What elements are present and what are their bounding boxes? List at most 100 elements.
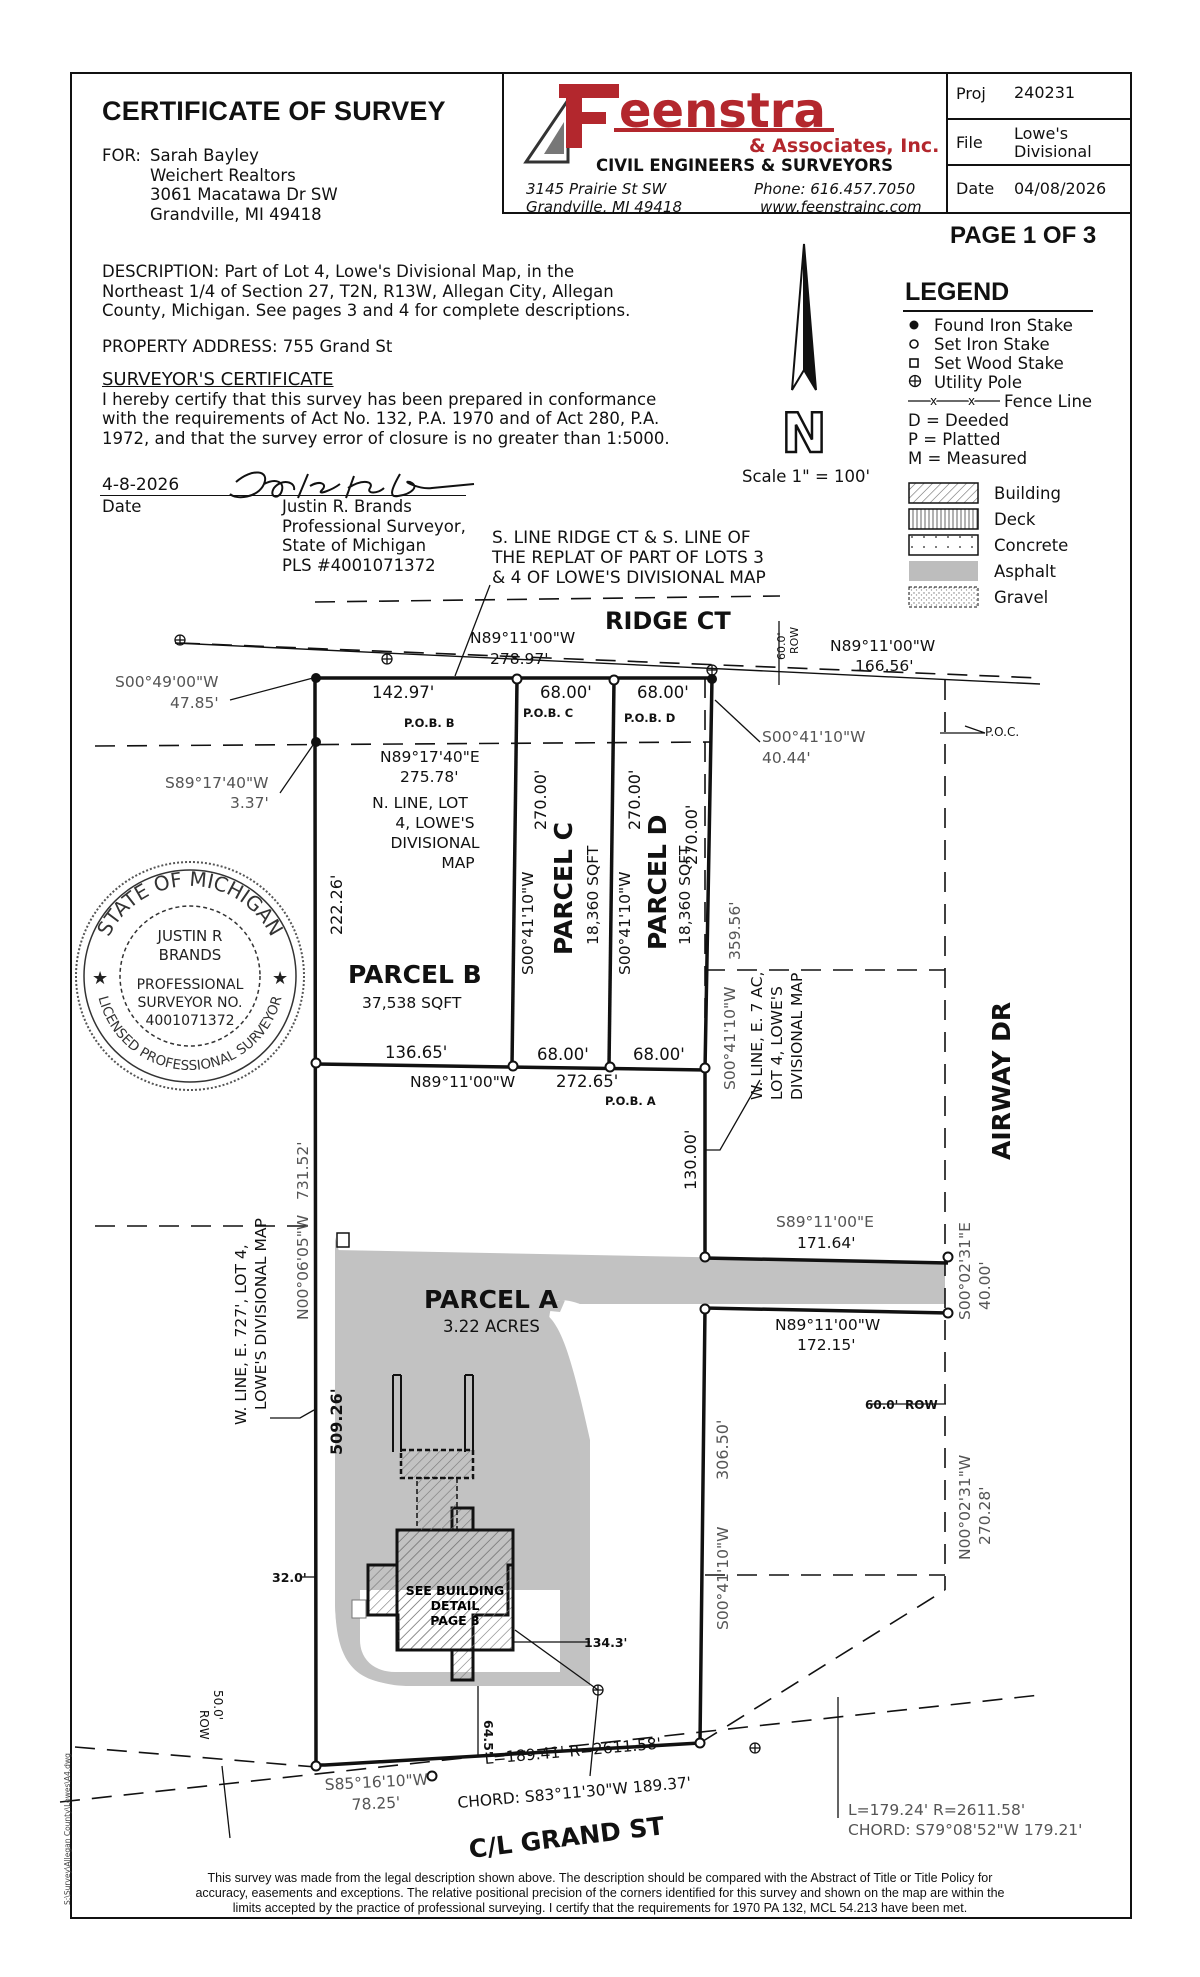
s00-41-top-bearing: S00°41'10"W xyxy=(762,728,865,746)
gravel-swatch-icon xyxy=(908,586,979,608)
building-note-2: DETAIL xyxy=(431,1598,480,1613)
s89-17-distance: 3.37' xyxy=(230,794,269,812)
surveyor-state: State of Michigan xyxy=(282,536,427,555)
legend-label: Fence Line xyxy=(1004,392,1093,411)
parcel-a-area: 3.22 ACRES xyxy=(443,1317,540,1336)
s89-17-bearing: S89°17'40"W xyxy=(165,774,268,792)
parcel-c-area: 18,360 SQFT xyxy=(584,845,602,945)
legend-material-labels: Building Deck Concrete Asphalt Gravel xyxy=(994,484,1068,614)
pob-a: P.O.B. A xyxy=(605,1094,656,1108)
ridge-ct-centerline xyxy=(179,642,1041,679)
legend-label: Building xyxy=(994,484,1061,503)
file-value-1: Lowe's xyxy=(1014,124,1069,143)
map-labels: S. LINE RIDGE CT & S. LINE OF THE REPLAT… xyxy=(115,528,1082,1864)
date-value: 04/08/2026 xyxy=(1014,179,1107,198)
leader-s00-41-top xyxy=(714,699,761,743)
dist-270-c: 270.00' xyxy=(682,805,701,865)
description-line: County, Michigan. See pages 3 and 4 for … xyxy=(102,301,631,320)
project-info-box: Proj 240231 File Lowe's Divisional Date … xyxy=(946,72,1132,214)
company-logo-box: eenstra & Associates, Inc. CIVIL ENGINEE… xyxy=(502,72,948,214)
client-block: FOR: Sarah Bayley Weichert Realtors 3061… xyxy=(102,146,338,224)
legend-label: Set Wood Stake xyxy=(934,354,1064,373)
signature-rule xyxy=(276,495,466,496)
s00-49-distance: 47.85' xyxy=(170,694,219,712)
svg-text:x: x xyxy=(930,395,937,407)
property-address: PROPERTY ADDRESS: 755 Grand St xyxy=(102,336,393,356)
set-iron-stake-icon xyxy=(694,1737,706,1749)
company-phone: Phone: 616.457.7050 xyxy=(754,180,915,198)
surveyor-signature-icon xyxy=(229,471,475,499)
legend-item: Set Iron Stake xyxy=(908,335,1092,354)
dist-130: 130.00' xyxy=(681,1130,700,1190)
pad-box xyxy=(351,1599,367,1619)
set-iron-stake-icon xyxy=(310,1760,322,1772)
s85-16-bearing: S85°16'10"W xyxy=(324,1771,428,1794)
company-address-1: 3145 Prairie St SW xyxy=(526,180,668,198)
leader-w-line-e727 xyxy=(270,1409,315,1419)
set-iron-stake-icon xyxy=(699,1303,711,1315)
n-line-lot-1: N. LINE, LOT xyxy=(372,794,468,812)
dist-172-15: 172.15' xyxy=(797,1336,856,1354)
n89-17-bearing: N89°17'40"E xyxy=(380,748,480,766)
n89-17-distance: 275.78' xyxy=(400,768,459,786)
seal-star-left-icon: ★ xyxy=(92,968,108,989)
survey-sheet-border xyxy=(70,72,1132,1919)
utility-pole-icon xyxy=(381,653,393,665)
dist-509-26: 509.26' xyxy=(327,1388,346,1455)
map-scale: Scale 1" = 100' xyxy=(742,467,871,486)
description-block: DESCRIPTION: Part of Lot 4, Lowe's Divis… xyxy=(102,262,670,448)
parcel-b-area: 37,538 SQFT xyxy=(362,994,462,1012)
parcel-b-label: PARCEL B xyxy=(348,960,482,989)
dist-68-c: 68.00' xyxy=(537,1045,589,1064)
dist-272-65: 272.65' xyxy=(556,1072,618,1091)
legend-item: Found Iron Stake xyxy=(908,316,1092,335)
n-line-lot-4 xyxy=(94,741,713,747)
leader-s89-17 xyxy=(279,744,314,794)
airway-dr-label: AIRWAY DR xyxy=(987,1002,1016,1160)
s00-41-c-bearing: S00°41'10"W xyxy=(519,872,537,975)
file-path-stamp: S:\Survey\Allegan County\Lowes\A4.dwg xyxy=(63,1753,72,1905)
dist-171-64: 171.64' xyxy=(797,1234,856,1252)
ridge-ct-south-row xyxy=(314,595,781,603)
legend-title: LEGEND xyxy=(905,278,1010,306)
certificate-line: with the requirements of Act No. 132, P.… xyxy=(102,409,660,428)
set-iron-stake-icon xyxy=(604,1061,616,1073)
seal-star-right-icon: ★ xyxy=(272,968,288,989)
row-50-label: ROW xyxy=(197,1710,211,1740)
utility-pole-icon xyxy=(706,664,718,676)
surveyor-name: Justin R. Brands xyxy=(282,497,412,516)
w-line-e727-2: LOWE'S DIVISIONAL MAP xyxy=(252,1218,270,1410)
ridge-note-3: & 4 OF LOWE'S DIVISIONAL MAP xyxy=(492,568,766,588)
leader-poc xyxy=(940,725,986,734)
dist-136-65: 136.65' xyxy=(385,1043,447,1062)
row-60-label: ROW xyxy=(788,627,801,654)
curve-2: L=179.24' R=2611.58' xyxy=(848,1801,1025,1819)
building-note-1: SEE BUILDING xyxy=(406,1583,504,1598)
description-line: DESCRIPTION: Part of Lot 4, Lowe's Divis… xyxy=(102,262,575,281)
pob-b: P.O.B. B xyxy=(404,716,454,730)
north-arrow-icon: N xyxy=(780,243,826,460)
file-value-2: Divisional xyxy=(1014,142,1092,161)
set-iron-stake-icon xyxy=(608,674,620,686)
drive-through-walls xyxy=(392,1374,474,1452)
legend-abbrev: P = Platted xyxy=(908,430,1001,449)
dist-731-52: 731.52' xyxy=(294,1142,312,1201)
proj-value: 240231 xyxy=(1014,83,1076,102)
legend-item: Set Wood Stake xyxy=(908,354,1092,373)
company-logo-graphic: eenstra & Associates, Inc. CIVIL ENGINEE… xyxy=(523,83,939,214)
legend-abbrev: D = Deeded xyxy=(908,411,1010,430)
description-line: Northeast 1/4 of Section 27, T2N, R13W, … xyxy=(102,281,614,301)
dist-270-a: 270.00' xyxy=(531,770,550,830)
set-iron-stake-icon xyxy=(426,1770,438,1782)
building-walkway xyxy=(416,1477,458,1531)
dist-270-28: 270.28' xyxy=(976,1487,994,1546)
dist-359-56: 359.56' xyxy=(726,902,744,961)
client-address: 3061 Macatawa Dr SW xyxy=(150,185,338,204)
company-tagline: CIVIL ENGINEERS & SURVEYORS xyxy=(596,156,893,175)
leader-w-line-e7 xyxy=(705,1079,761,1151)
company-subname: & Associates, Inc. xyxy=(749,135,939,157)
seal-name-2: BRANDS xyxy=(159,946,222,964)
ridge-ct-row-line xyxy=(174,642,1041,685)
found-iron-stake-icon xyxy=(707,674,717,684)
